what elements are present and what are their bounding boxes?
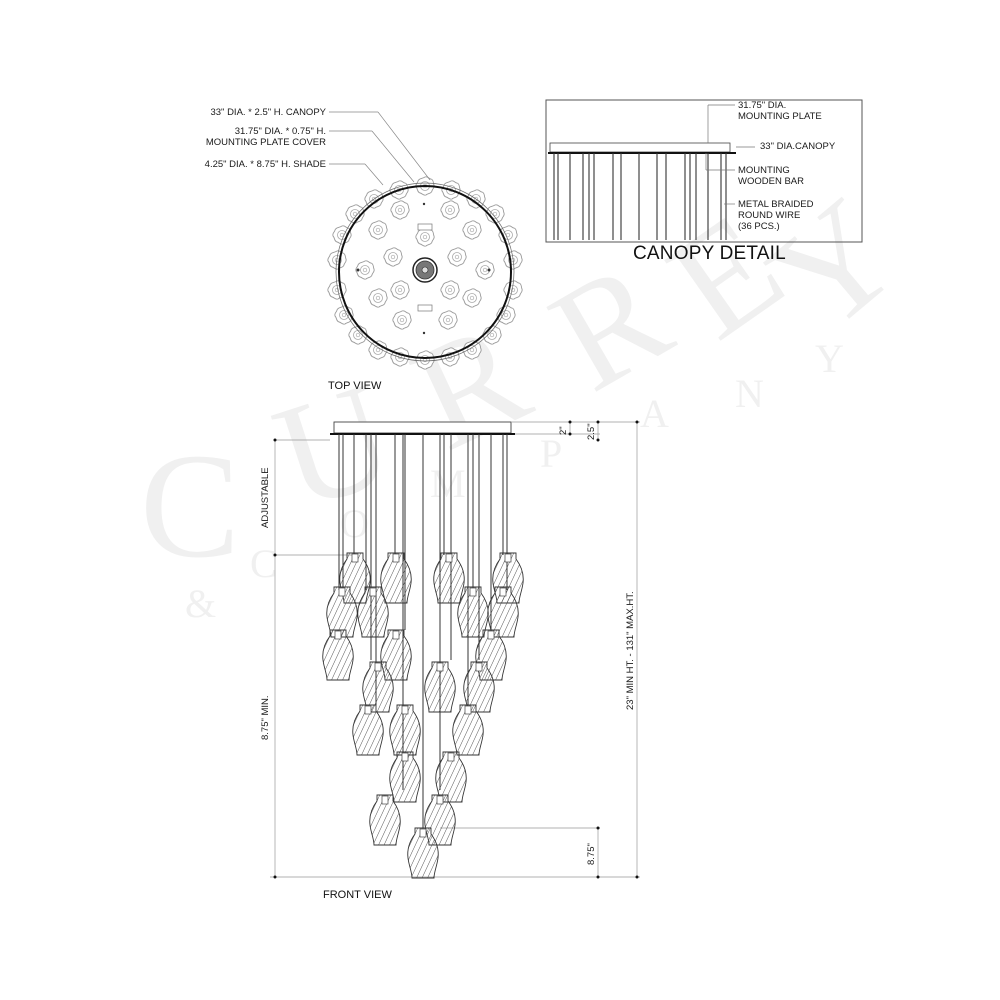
wire-callout-line3: (36 PCS.) <box>738 221 780 232</box>
front-view-label: FRONT VIEW <box>323 889 392 901</box>
top-view-drawing <box>327 111 523 370</box>
top-view-label: TOP VIEW <box>328 380 382 392</box>
min-drop-dim: 8.75" MIN. <box>260 695 271 740</box>
overall-height-dim: 23" MIN HT. - 131" MAX.HT. <box>625 591 636 710</box>
plate-height-dim: 2" <box>558 426 569 435</box>
wooden-bar-callout-line2: WOODEN BAR <box>738 176 804 187</box>
front-view-drawing <box>270 420 640 879</box>
mounting-plate-callout-line1: 31.75" DIA. <box>738 100 787 111</box>
shade-callout: 4.25" DIA. * 8.75" H. SHADE <box>204 159 326 170</box>
adjustable-dim: ADJUSTABLE <box>260 467 271 528</box>
wire-callout-line2: ROUND WIRE <box>738 210 801 221</box>
canopy-dia-callout: 33" DIA.CANOPY <box>760 141 836 152</box>
mounting-plate-cover-callout-line2: MOUNTING PLATE COVER <box>205 137 326 148</box>
wire-callout-line1: METAL BRAIDED <box>738 199 814 210</box>
canopy-height-dim: 2.5" <box>586 423 597 440</box>
mounting-plate-cover-callout-line1: 31.75" DIA. * 0.75" H. <box>234 126 326 137</box>
wooden-bar-callout-line1: MOUNTING <box>738 165 790 176</box>
mounting-plate-callout-line2: MOUNTING PLATE <box>738 111 822 122</box>
canopy-detail-title: CANOPY DETAIL <box>633 243 786 264</box>
canopy-callout: 33" DIA. * 2.5" H. CANOPY <box>210 107 326 118</box>
shade-height-dim: 8.75" <box>586 843 597 865</box>
canopy-detail-drawing <box>545 99 863 243</box>
